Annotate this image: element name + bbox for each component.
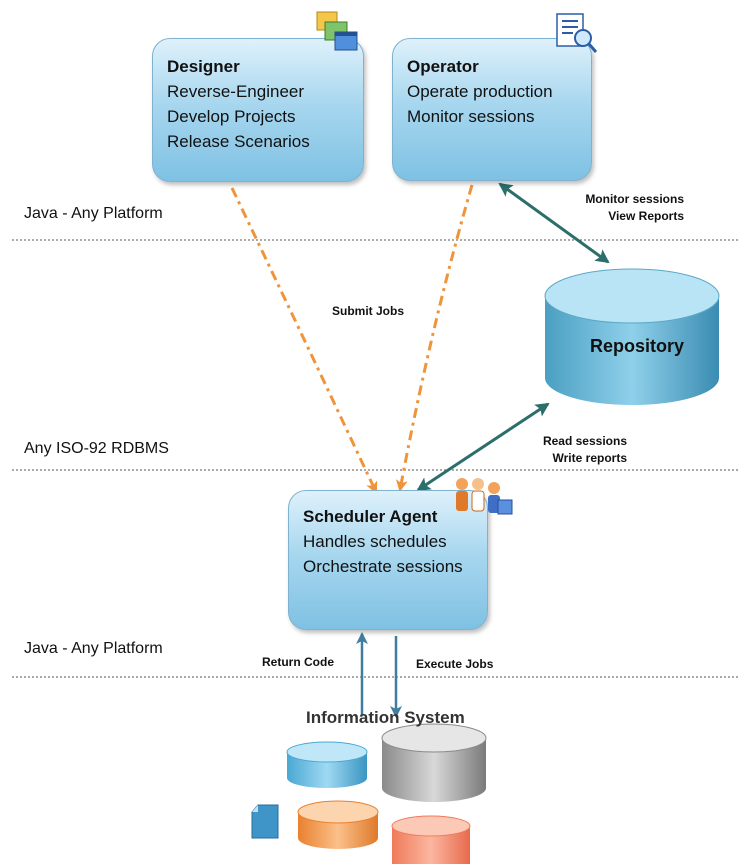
document-icon <box>251 804 279 839</box>
monitor-label: Monitor sessions View Reports <box>578 191 684 225</box>
operator-line-1: Operate production <box>407 82 553 101</box>
designer-title: Designer <box>167 57 240 76</box>
agent-line-1: Handles schedules <box>303 532 447 551</box>
document-magnifier-icon <box>553 12 599 56</box>
read-write-label-line-2: Write reports <box>552 451 627 465</box>
windows-stack-icon <box>315 10 361 54</box>
zone-label-bottom: Java - Any Platform <box>24 640 163 657</box>
operator-submit-arrow <box>395 184 474 492</box>
designer-line-3: Release Scenarios <box>167 132 310 151</box>
designer-line-1: Reverse-Engineer <box>167 82 305 101</box>
people-group-icon <box>452 474 516 520</box>
submit-jobs-label: Submit Jobs <box>332 304 405 318</box>
database-gray <box>381 723 487 802</box>
monitor-label-line-1: Monitor sessions <box>585 192 684 206</box>
agent-repository-arrow <box>416 402 550 492</box>
designer-line-2: Develop Projects <box>167 107 296 126</box>
operator-box: Operator Operate production Monitor sess… <box>392 38 592 181</box>
read-write-label: Read sessions Write reports <box>519 433 627 467</box>
agent-line-2: Orchestrate sessions <box>303 557 463 576</box>
operator-repository-arrow <box>498 182 610 264</box>
database-orange <box>297 800 379 849</box>
return-code-label: Return Code <box>262 655 334 669</box>
execute-jobs-label: Execute Jobs <box>416 657 494 671</box>
repository-title: Repository <box>590 336 685 356</box>
operator-title: Operator <box>407 57 479 76</box>
zone-label-top: Java - Any Platform <box>24 205 163 222</box>
database-blue <box>286 741 368 788</box>
information-system-title: Information System <box>306 708 465 727</box>
zone-label-middle: Any ISO-92 RDBMS <box>24 440 169 457</box>
operator-line-2: Monitor sessions <box>407 107 535 126</box>
database-salmon <box>391 815 471 864</box>
designer-box: Designer Reverse-Engineer Develop Projec… <box>152 38 364 182</box>
designer-submit-arrow <box>230 187 378 494</box>
monitor-label-line-2: View Reports <box>608 209 684 223</box>
agent-title: Scheduler Agent <box>303 507 438 526</box>
repository-cylinder <box>544 268 720 405</box>
read-write-label-line-1: Read sessions <box>542 434 627 448</box>
scheduler-agent-box: Scheduler Agent Handles schedules Orches… <box>288 490 488 630</box>
